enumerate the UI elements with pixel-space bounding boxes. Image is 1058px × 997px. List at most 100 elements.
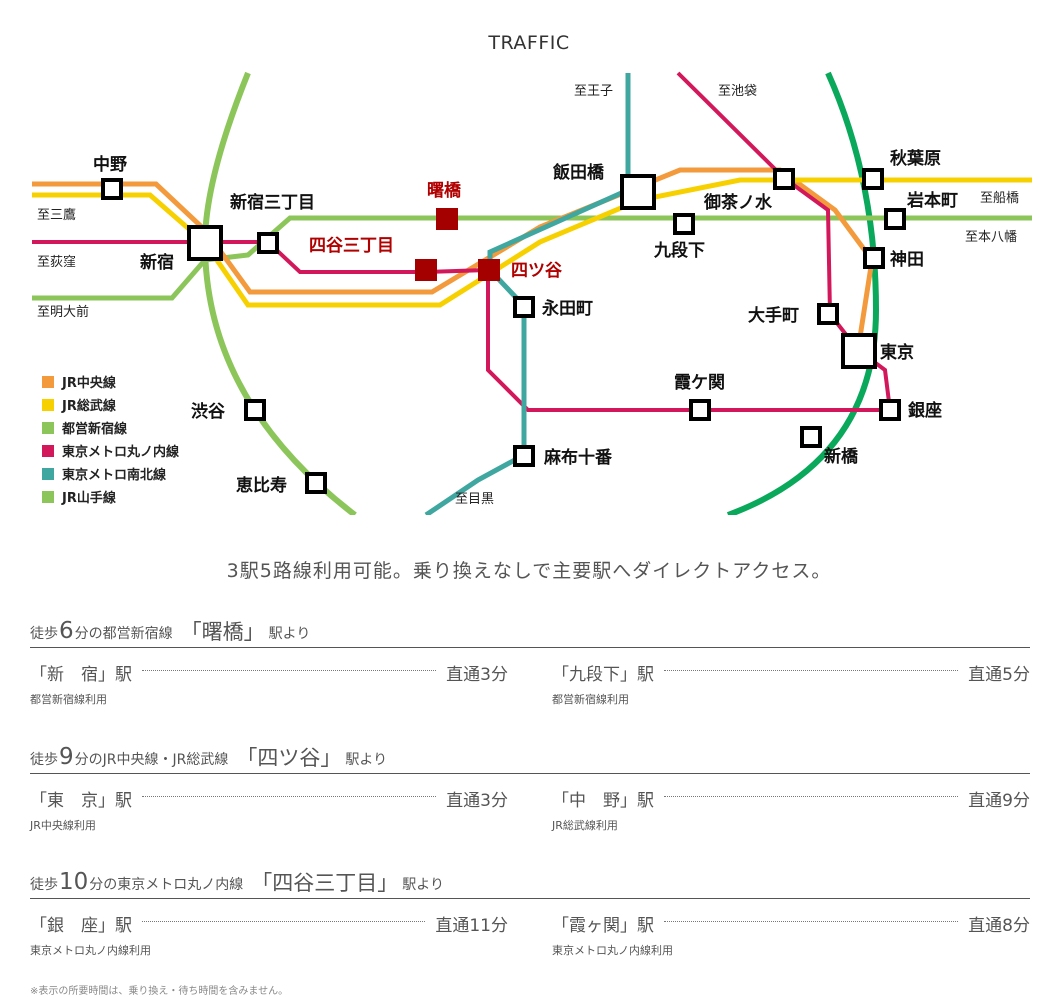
route-time: 直通8分 — [968, 916, 1030, 936]
station-marker-nagatacho — [513, 296, 535, 318]
walk-prefix: 徒歩 — [30, 877, 58, 893]
direction-meguro: 至目黒 — [455, 492, 494, 507]
route-destination: 「銀 座」駅 — [30, 916, 132, 936]
line-yamanote-east — [726, 71, 880, 515]
route-time: 直通3分 — [446, 665, 508, 685]
route-destination: 「新 宿」駅 — [30, 665, 132, 685]
walk-minutes: 6 — [59, 618, 74, 644]
station-label-yotsuya: 四ツ谷 — [511, 261, 563, 281]
section-heading: 徒歩 10 分の 東京メトロ丸ノ内線 「四谷三丁目」 駅より — [30, 863, 1030, 899]
station-marker-tokyo — [841, 333, 877, 369]
legend-swatch-marunouchi — [42, 445, 54, 457]
route-destination: 「九段下」駅 — [552, 665, 654, 685]
station-label-tokyo: 東京 — [880, 342, 914, 363]
legend-swatch-chuo — [42, 376, 54, 388]
route-item: 「銀 座」駅 直通11分 東京メトロ丸ノ内線利用 — [30, 911, 508, 958]
route-item: 「東 京」駅 直通3分 JR中央線利用 — [30, 786, 508, 833]
walk-unit: 分の — [74, 752, 103, 768]
route-line-note: 東京メトロ丸ノ内線利用 — [30, 944, 151, 957]
station-label-kudanshita: 九段下 — [653, 240, 705, 261]
station-label-nagatacho: 永田町 — [541, 298, 593, 319]
station-marker-kanda — [863, 247, 885, 269]
station-marker-yotsuya — [478, 259, 500, 281]
station-label-otemachi: 大手町 — [748, 305, 799, 326]
origin-station: 「四ツ谷」 — [236, 746, 342, 770]
station-label-shimbashi: 新橋 — [824, 446, 859, 467]
route-time: 直通11分 — [435, 916, 508, 936]
direction-oji: 至王子 — [574, 84, 613, 99]
route-time: 直通5分 — [968, 665, 1030, 685]
station-label-shibuya: 渋谷 — [191, 401, 226, 422]
station-label-ebisu: 恵比寿 — [236, 475, 287, 496]
station-label-nakano: 中野 — [93, 154, 127, 175]
dotted-leader — [664, 921, 959, 922]
route-item: 「九段下」駅 直通5分 都営新宿線利用 — [552, 660, 1030, 707]
walk-prefix: 徒歩 — [30, 626, 58, 642]
station-marker-akebonobashi — [436, 208, 458, 230]
dotted-leader — [664, 670, 959, 671]
route-destination: 「中 野」駅 — [552, 791, 654, 811]
direction-motoyawata: 至本八幡 — [965, 230, 1017, 245]
station-label-shinjuku-sanchome: 新宿三丁目 — [230, 192, 315, 213]
station-suffix: 駅より — [345, 752, 388, 768]
section-heading: 徒歩 9 分の JR中央線・JR総武線 「四ツ谷」 駅より — [30, 738, 1030, 774]
page-title: TRAFFIC — [488, 32, 570, 54]
dotted-leader — [142, 670, 437, 671]
line-name: 東京メトロ丸ノ内線 — [117, 877, 244, 893]
walk-prefix: 徒歩 — [30, 752, 58, 768]
route-line-note: 都営新宿線利用 — [552, 693, 629, 706]
route-line-note: 東京メトロ丸ノ内線利用 — [552, 944, 673, 957]
station-label-ochanomizu: 御茶ノ水 — [703, 192, 773, 213]
legend-swatch-shinjuku — [42, 422, 54, 434]
legend-label-sobu: JR総武線 — [61, 398, 117, 414]
direction-meidaimae: 至明大前 — [37, 304, 89, 320]
station-label-iidabashi: 飯田橋 — [552, 162, 605, 183]
direction-ikebukuro: 至池袋 — [718, 84, 757, 99]
station-marker-otemachi — [817, 303, 839, 325]
legend-swatch-yamanote — [42, 491, 54, 503]
direction-funabashi: 至船橋 — [980, 191, 1019, 206]
station-label-ginza: 銀座 — [908, 400, 942, 421]
route-destination: 「東 京」駅 — [30, 791, 132, 811]
line-name: JR中央線・JR総武線 — [102, 752, 229, 768]
line-yamanote-west — [201, 71, 357, 515]
legend-label-shinjuku: 都営新宿線 — [61, 421, 128, 437]
legend-label-namboku: 東京メトロ南北線 — [62, 467, 167, 483]
station-label-kasumigaseki: 霞ケ関 — [674, 373, 725, 393]
station-label-shinjuku: 新宿 — [140, 252, 174, 273]
station-marker-iwamotocho — [884, 208, 906, 230]
walk-minutes: 10 — [59, 869, 89, 895]
footnote: ※表示の所要時間は、乗り換え・待ち時間を含みません。 — [30, 986, 289, 997]
dotted-leader — [142, 796, 437, 797]
route-map: 中野 新宿 新宿三丁目 曙橋 四谷三丁目 四ツ谷 飯田橋 九段下 御茶ノ水 秋葉… — [32, 71, 1032, 515]
tagline: 3駅5路線利用可能。乗り換えなしで主要駅へダイレクトアクセス。 — [226, 560, 832, 582]
legend-swatch-namboku — [42, 468, 54, 480]
station-label-akihabara: 秋葉原 — [890, 148, 941, 169]
line-namboku — [424, 73, 631, 515]
station-marker-ebisu — [305, 472, 327, 494]
map-legend: JR中央線 JR総武線 都営新宿線 東京メトロ丸ノ内線 東京メトロ南北線 JR山… — [42, 375, 180, 506]
direction-mitaka: 至三鷹 — [37, 208, 76, 223]
section-heading: 徒歩 6 分の 都営新宿線 「曙橋」 駅より — [30, 612, 1030, 648]
access-section: 徒歩 9 分の JR中央線・JR総武線 「四ツ谷」 駅より 「東 京」駅 直通3… — [30, 738, 1030, 833]
station-label-azabu-juban: 麻布十番 — [543, 447, 613, 468]
route-line-note: 都営新宿線利用 — [30, 693, 107, 706]
route-time: 直通9分 — [968, 791, 1030, 811]
line-marunouchi — [32, 71, 893, 412]
route-item: 「中 野」駅 直通9分 JR総武線利用 — [552, 786, 1030, 833]
station-marker-shinjuku-sanchome — [257, 232, 279, 254]
walk-minutes: 9 — [59, 744, 74, 770]
station-marker-yotsuya-sanchome — [415, 259, 437, 281]
dotted-leader — [664, 796, 959, 797]
access-section: 徒歩 10 分の 東京メトロ丸ノ内線 「四谷三丁目」 駅より 「銀 座」駅 直通… — [30, 863, 1030, 958]
origin-station: 「四谷三丁目」 — [251, 871, 399, 895]
station-marker-akihabara — [862, 168, 884, 190]
legend-swatch-sobu — [42, 399, 54, 411]
route-item: 「新 宿」駅 直通3分 都営新宿線利用 — [30, 660, 508, 707]
dotted-leader — [142, 921, 426, 922]
station-marker-shibuya — [244, 399, 266, 421]
station-marker-kudanshita — [673, 213, 695, 235]
access-section: 徒歩 6 分の 都営新宿線 「曙橋」 駅より 「新 宿」駅 直通3分 都営新宿線… — [30, 612, 1030, 707]
station-label-iwamotocho: 岩本町 — [906, 190, 958, 211]
legend-label-chuo: JR中央線 — [61, 375, 117, 391]
